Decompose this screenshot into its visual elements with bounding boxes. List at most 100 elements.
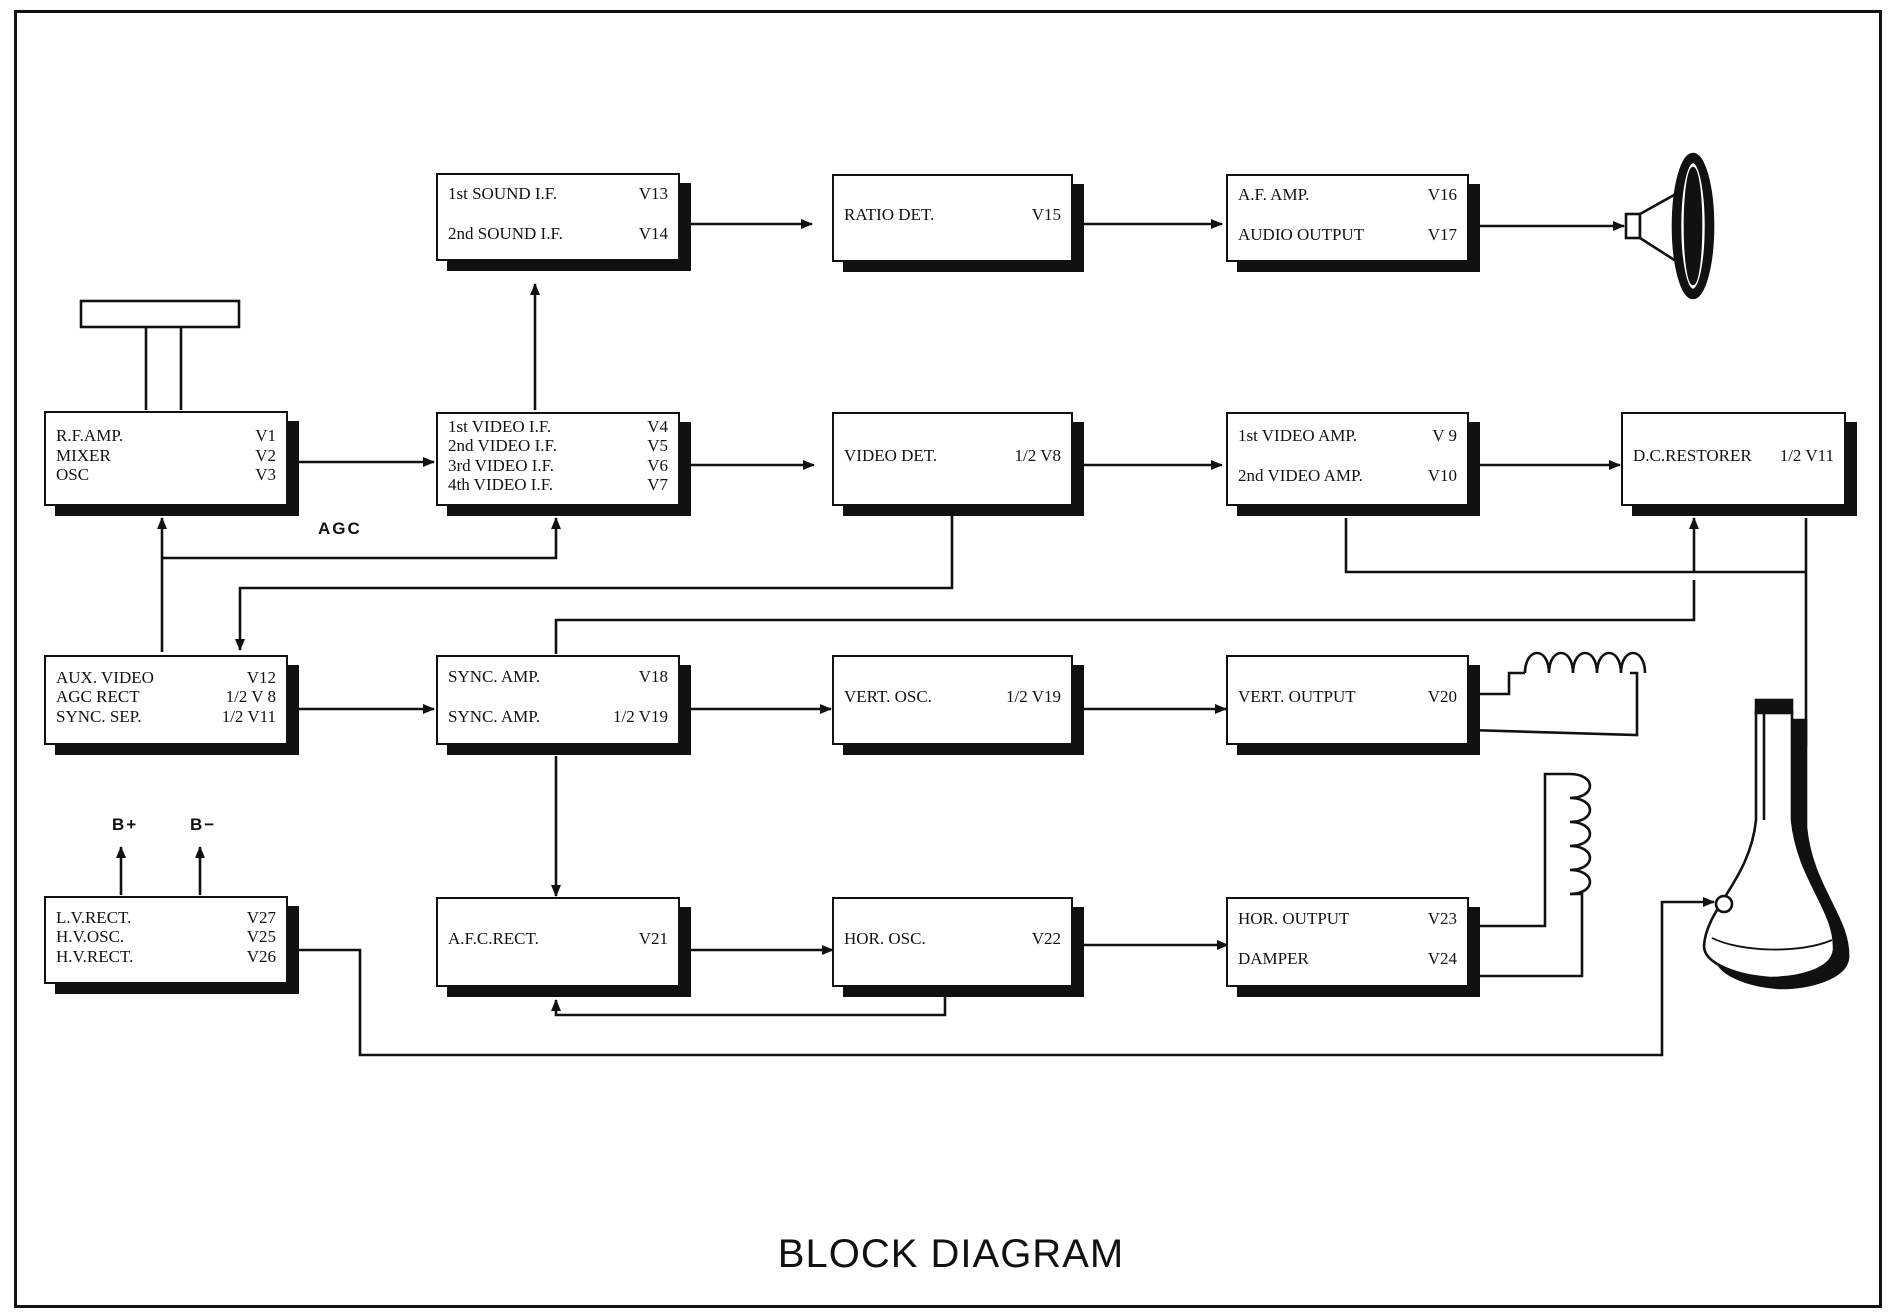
b-minus-label: B− — [190, 815, 217, 834]
tube-label: V4 — [647, 416, 668, 436]
stage-label: AUDIO OUTPUT — [1238, 225, 1365, 244]
block-row: 3rd VIDEO I.F. V6 — [448, 456, 668, 476]
stage-label: A.F. AMP. — [1238, 185, 1310, 204]
block-row: L.V.RECT. V27 — [56, 908, 276, 928]
tube-label: V14 — [638, 224, 668, 243]
tube-label: V5 — [647, 436, 668, 456]
stage-label: R.F.AMP. — [56, 426, 124, 445]
stage-label: 2nd VIDEO I.F. — [448, 436, 557, 456]
block-row: 2nd SOUND I.F. V14 — [448, 224, 668, 244]
stage-label: SYNC. AMP. — [448, 667, 541, 686]
block-row: A.F. AMP.V16 — [1238, 185, 1457, 205]
stage-label: HOR. OSC. — [844, 929, 926, 948]
antenna-icon — [79, 299, 241, 410]
block-row: AGC RECT 1/2 V 8 — [56, 687, 276, 707]
block-row: 1st VIDEO AMP. V 9 — [1238, 426, 1457, 446]
stage-label: MIXER — [56, 445, 111, 465]
tube-label: V23 — [1427, 909, 1457, 928]
tube-label: V13 — [638, 184, 668, 203]
tube-label: 1/2 V19 — [613, 707, 668, 726]
stage-label: VERT. OUTPUT — [1238, 687, 1356, 706]
stage-label: D.C.RESTORER — [1633, 446, 1752, 465]
tube-label: 1/2 V19 — [1006, 687, 1061, 706]
stage-label: H.V.RECT. — [56, 946, 134, 966]
afc-rect-block: A.F.C.RECT. V21 — [436, 897, 680, 987]
block-row: AUX. VIDEO V12 — [56, 668, 276, 688]
stage-label: DAMPER — [1238, 949, 1309, 968]
tube-label: V20 — [1427, 687, 1457, 706]
stage-label: AGC RECT — [56, 687, 140, 706]
stage-label: A.F.C.RECT. — [448, 929, 539, 948]
stage-label: L.V.RECT. — [56, 907, 132, 927]
vert-output-block: VERT. OUTPUT V20 — [1226, 655, 1469, 745]
block-row: MIXER V2 — [56, 446, 276, 466]
tube-label: V21 — [638, 929, 668, 948]
tube-label: V17 — [1427, 225, 1457, 244]
stage-label: OSC — [56, 465, 90, 484]
stage-label: VERT. OSC. — [844, 687, 932, 706]
tube-label: 1/2 V8 — [1014, 446, 1061, 465]
block-row: RATIO DET.V15 — [844, 205, 1061, 225]
block-row: H.V.RECT. V26 — [56, 947, 276, 967]
hor-osc-block: HOR. OSC. V22 — [832, 897, 1073, 987]
stage-label: 1st VIDEO AMP. — [1238, 426, 1358, 445]
block-row: SYNC. AMP. 1/2 V19 — [448, 707, 668, 727]
tube-label: 1/2 V 8 — [225, 687, 276, 706]
tube-label: V25 — [246, 927, 276, 946]
block-row: SYNC. SEP.1/2 V11 — [56, 707, 276, 727]
tube-label: V7 — [647, 475, 668, 495]
tube-label: V1 — [255, 426, 276, 445]
agc-label: AGC — [318, 519, 362, 538]
tube-label: V22 — [1031, 929, 1061, 948]
block-row: 4th VIDEO I.F.V7 — [448, 475, 668, 495]
video-amp-block: 1st VIDEO AMP. V 9 2nd VIDEO AMP.V10 — [1226, 412, 1469, 506]
stage-label: 2nd SOUND I.F. — [448, 224, 563, 243]
video-det-block: VIDEO DET. 1/2 V8 — [832, 412, 1073, 506]
block-row: VERT. OSC. 1/2 V19 — [844, 687, 1061, 707]
tube-label: V6 — [647, 455, 668, 475]
stage-label: H.V.OSC. — [56, 927, 125, 946]
block-row: 1st VIDEO I.F. V4 — [448, 417, 668, 437]
block-row: R.F.AMP. V1 — [56, 426, 276, 446]
tube-label: V18 — [638, 667, 668, 686]
tube-label: V2 — [255, 445, 276, 465]
diagram-title: BLOCK DIAGRAM — [777, 1232, 1125, 1276]
block-row: HOR. OSC. V22 — [844, 929, 1061, 949]
tube-label: V 9 — [1432, 426, 1457, 445]
sound-if-block: 1st SOUND I.F. V13 2nd SOUND I.F. V14 — [436, 173, 680, 261]
stage-label: HOR. OUTPUT — [1238, 909, 1350, 928]
block-row: H.V.OSC. V25 — [56, 927, 276, 947]
block-row: 2nd VIDEO I.F. V5 — [448, 436, 668, 456]
block-row: VERT. OUTPUT V20 — [1238, 687, 1457, 707]
picture-tube-icon — [1702, 698, 1850, 990]
stage-label: 2nd VIDEO AMP. — [1238, 466, 1363, 485]
stage-label: 3rd VIDEO I.F. — [448, 455, 554, 475]
stage-label: 1st VIDEO I.F. — [448, 416, 552, 436]
block-row: DAMPER V24 — [1238, 949, 1457, 969]
stage-label: SYNC. AMP. — [448, 707, 541, 726]
block-row: HOR. OUTPUT V23 — [1238, 909, 1457, 929]
stage-label: AUX. VIDEO — [56, 667, 154, 687]
tube-label: V26 — [246, 946, 276, 966]
block-row: SYNC. AMP. V18 — [448, 667, 668, 687]
stage-label: 1st SOUND I.F. — [448, 184, 558, 203]
block-row: 2nd VIDEO AMP.V10 — [1238, 466, 1457, 486]
ratio-det-block: RATIO DET.V15 — [832, 174, 1073, 262]
tube-label: V24 — [1427, 949, 1457, 968]
block-row: AUDIO OUTPUT V17 — [1238, 225, 1457, 245]
block-row: A.F.C.RECT. V21 — [448, 929, 668, 949]
tube-label: V27 — [246, 907, 276, 927]
stage-label: VIDEO DET. — [844, 446, 938, 465]
tube-label: V12 — [246, 667, 276, 687]
